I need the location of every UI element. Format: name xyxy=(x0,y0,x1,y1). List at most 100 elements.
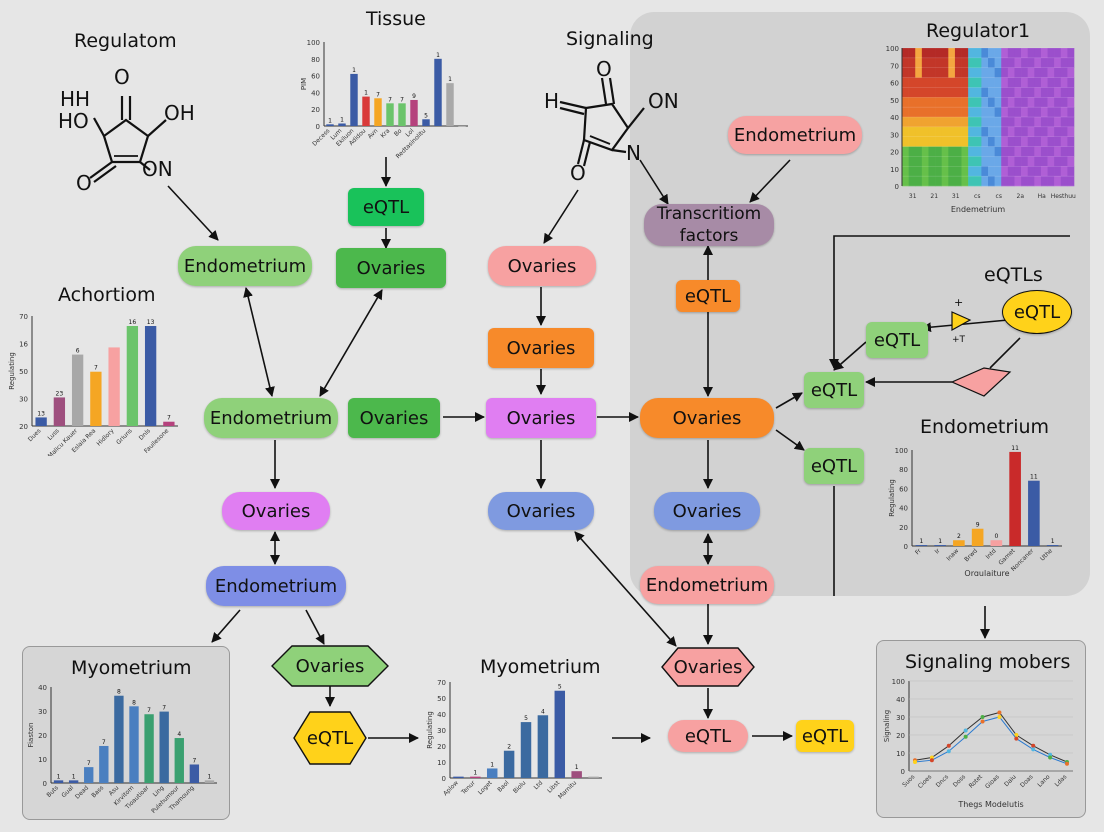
data-point xyxy=(1048,755,1053,760)
x-tick-label: 21 xyxy=(930,193,938,200)
heatmap-cell xyxy=(961,156,969,167)
heatmap-cell xyxy=(908,117,916,128)
heatmap-cell xyxy=(1034,107,1042,118)
y-tick-label: 80 xyxy=(899,466,908,474)
heatmap-cell xyxy=(1047,48,1055,59)
heatmap-cell xyxy=(1040,87,1048,98)
title-endometrium-chart: Endometrium xyxy=(920,416,1050,438)
heatmap-cell xyxy=(1067,77,1075,88)
heatmap-cell xyxy=(921,136,929,147)
bar xyxy=(163,421,175,426)
y-tick-label: 70 xyxy=(890,62,899,70)
heatmap-cell xyxy=(902,87,909,98)
node-endometrium-a[interactable]: Endometrium xyxy=(178,246,312,286)
heatmap-cell xyxy=(961,48,969,59)
y-tick-label: 20 xyxy=(311,106,320,114)
heatmap-cell xyxy=(1001,176,1009,187)
mol-left-ho: HO xyxy=(58,109,89,133)
node-eqtl-f[interactable]: eQTL xyxy=(804,448,864,484)
bar xyxy=(1046,545,1059,546)
heatmap-cell xyxy=(928,48,936,59)
heatmap-cell xyxy=(1067,136,1075,147)
heatmap-cell xyxy=(1001,77,1009,88)
bar xyxy=(126,326,139,426)
node-ovaries-diamond-shape[interactable] xyxy=(270,644,390,688)
heatmap-cell xyxy=(1014,107,1022,118)
heatmap-cell xyxy=(908,77,916,88)
data-label: 4 xyxy=(177,731,181,738)
node-eqtl-diamond-shape[interactable] xyxy=(292,710,368,766)
heatmap-cell xyxy=(1067,97,1075,108)
bar xyxy=(53,397,66,426)
heatmap-cell xyxy=(1060,176,1068,187)
node-ovaries-hex-shape[interactable] xyxy=(660,646,756,688)
node-endometrium-d[interactable]: Endometrium xyxy=(640,566,774,604)
node-eqtl-h[interactable]: eQTL xyxy=(796,720,854,752)
bar xyxy=(129,706,139,783)
heatmap-cell xyxy=(994,77,1002,88)
heatmap-cell xyxy=(961,126,969,138)
heatmap-cell xyxy=(941,166,949,177)
yellow-triangle xyxy=(951,311,972,332)
heatmap-cell xyxy=(954,77,962,88)
y-tick-label: 40 xyxy=(38,684,47,692)
node-ovaries-a[interactable]: Ovaries xyxy=(336,248,446,288)
node-eqtl-c[interactable]: eQTL xyxy=(866,322,928,358)
node-endometrium-tr[interactable]: Endometrium xyxy=(728,116,862,154)
bar xyxy=(159,711,169,783)
heatmap-cell xyxy=(902,67,909,78)
data-label: 16 xyxy=(129,319,137,326)
heatmap-cell xyxy=(954,67,962,78)
heatmap-cell xyxy=(941,77,949,88)
node-eqtl-d[interactable]: eQTL xyxy=(1002,290,1072,334)
data-label: 13 xyxy=(37,410,45,417)
data-point xyxy=(946,743,951,748)
heatmap-cell xyxy=(1027,126,1035,138)
wire-endo-tf xyxy=(749,159,791,203)
heatmap-cell xyxy=(954,48,962,59)
heatmap-cell xyxy=(1014,117,1022,128)
data-label: 1 xyxy=(436,52,440,59)
data-point xyxy=(997,715,1002,719)
node-transcription-factors[interactable]: Transcritiom factors xyxy=(644,204,774,246)
x-tick-label: Intd xyxy=(985,547,998,560)
node-endometrium-b[interactable]: Endometrium xyxy=(204,398,338,438)
heatmap-cell xyxy=(1047,146,1055,157)
heatmap-cell xyxy=(928,97,936,108)
node-ovaries-d[interactable]: Ovaries xyxy=(348,398,440,438)
heatmap-cell xyxy=(1014,136,1022,147)
node-ovaries-c[interactable]: Ovaries xyxy=(488,328,594,368)
data-point xyxy=(946,749,951,754)
node-ovaries-g[interactable]: Ovaries xyxy=(222,492,330,530)
heatmap-cell xyxy=(1027,87,1035,98)
heatmap-cell xyxy=(1034,136,1042,147)
node-ovaries-i[interactable]: Ovaries xyxy=(654,492,760,530)
bar xyxy=(398,103,406,126)
node-ovaries-h[interactable]: Ovaries xyxy=(488,492,594,530)
heatmap-cell xyxy=(1001,67,1009,78)
title-achortiom: Achortiom xyxy=(58,284,156,306)
heatmap-cell xyxy=(1054,136,1062,147)
heatmap-cell xyxy=(1040,57,1048,69)
y-tick-label: 40 xyxy=(437,711,446,719)
heatmap-cell xyxy=(1034,87,1042,98)
node-eqtl-a[interactable]: eQTL xyxy=(348,188,424,226)
heatmap-cell xyxy=(954,156,962,167)
heatmap-cell xyxy=(915,136,923,147)
heatmap-cell xyxy=(941,67,949,78)
node-endometrium-c[interactable]: Endometrium xyxy=(206,566,346,606)
node-ovaries-b[interactable]: Ovaries xyxy=(488,246,596,286)
node-ovaries-e[interactable]: Ovaries xyxy=(486,398,596,438)
heatmap-cell xyxy=(974,136,982,147)
y-tick-label: 10 xyxy=(437,759,446,767)
node-ovaries-f[interactable]: Ovaries xyxy=(640,398,774,438)
x-tick-label: 2a xyxy=(1017,193,1025,200)
node-eqtl-e[interactable]: eQTL xyxy=(804,372,864,408)
node-eqtl-g[interactable]: eQTL xyxy=(668,720,748,752)
heatmap-cell xyxy=(1034,126,1042,138)
node-eqtl-b[interactable]: eQTL xyxy=(676,280,740,312)
x-tick-label: Kra xyxy=(379,127,391,139)
